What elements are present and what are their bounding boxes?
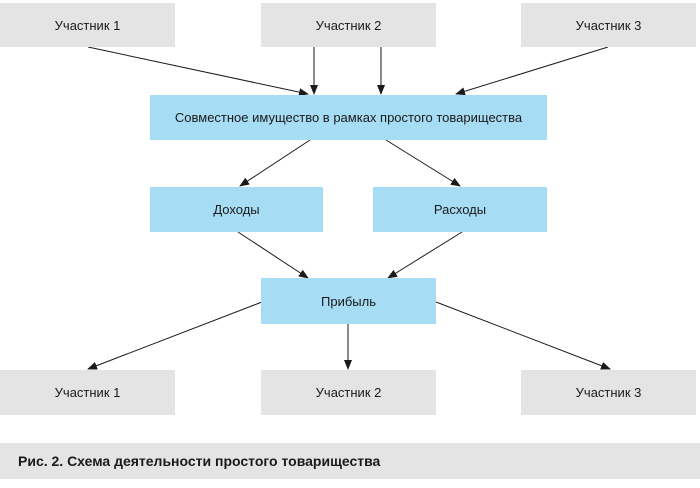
bottom-participant-2-label: Участник 2 bbox=[315, 385, 382, 400]
figure-caption: Рис. 2. Схема деятельности простого това… bbox=[0, 443, 700, 479]
profit-box: Прибыль bbox=[261, 278, 436, 324]
top-participant-1: Участник 1 bbox=[0, 3, 175, 47]
income-box: Доходы bbox=[150, 187, 323, 232]
arrow-participant3-to-property bbox=[455, 46, 609, 96]
arrow-property-to-income bbox=[239, 139, 311, 187]
bottom-participant-3: Участник 3 bbox=[521, 370, 696, 415]
joint-property-box: Совместное имущество в рамках простого т… bbox=[150, 95, 547, 140]
profit-label: Прибыль bbox=[321, 293, 376, 309]
arrow-expenses-to-profit bbox=[387, 231, 463, 279]
bottom-participant-2: Участник 2 bbox=[261, 370, 436, 415]
arrow-income-to-profit bbox=[237, 231, 309, 279]
arrow-participant1-to-property bbox=[87, 46, 309, 97]
top-participant-2-label: Участник 2 bbox=[315, 17, 382, 33]
joint-property-label: Совместное имущество в рамках простого т… bbox=[174, 110, 523, 125]
top-participant-2: Участник 2 bbox=[261, 3, 436, 47]
arrow-profit-to-participant3 bbox=[435, 301, 611, 370]
expenses-box: Расходы bbox=[373, 187, 547, 232]
expenses-label: Расходы bbox=[433, 202, 487, 217]
top-participant-3-label: Участник 3 bbox=[575, 17, 642, 33]
bottom-participant-1-label: Участник 1 bbox=[54, 385, 121, 400]
top-participant-3: Участник 3 bbox=[521, 3, 696, 47]
figure-caption-text: Рис. 2. Схема деятельности простого това… bbox=[18, 453, 381, 469]
bottom-participant-3-label: Участник 3 bbox=[575, 385, 642, 400]
income-label: Доходы bbox=[213, 202, 260, 217]
arrow-property-to-expenses bbox=[385, 139, 461, 187]
top-participant-1-label: Участник 1 bbox=[54, 17, 121, 33]
arrow-profit-to-participant1 bbox=[87, 301, 263, 370]
bottom-participant-1: Участник 1 bbox=[0, 370, 175, 415]
